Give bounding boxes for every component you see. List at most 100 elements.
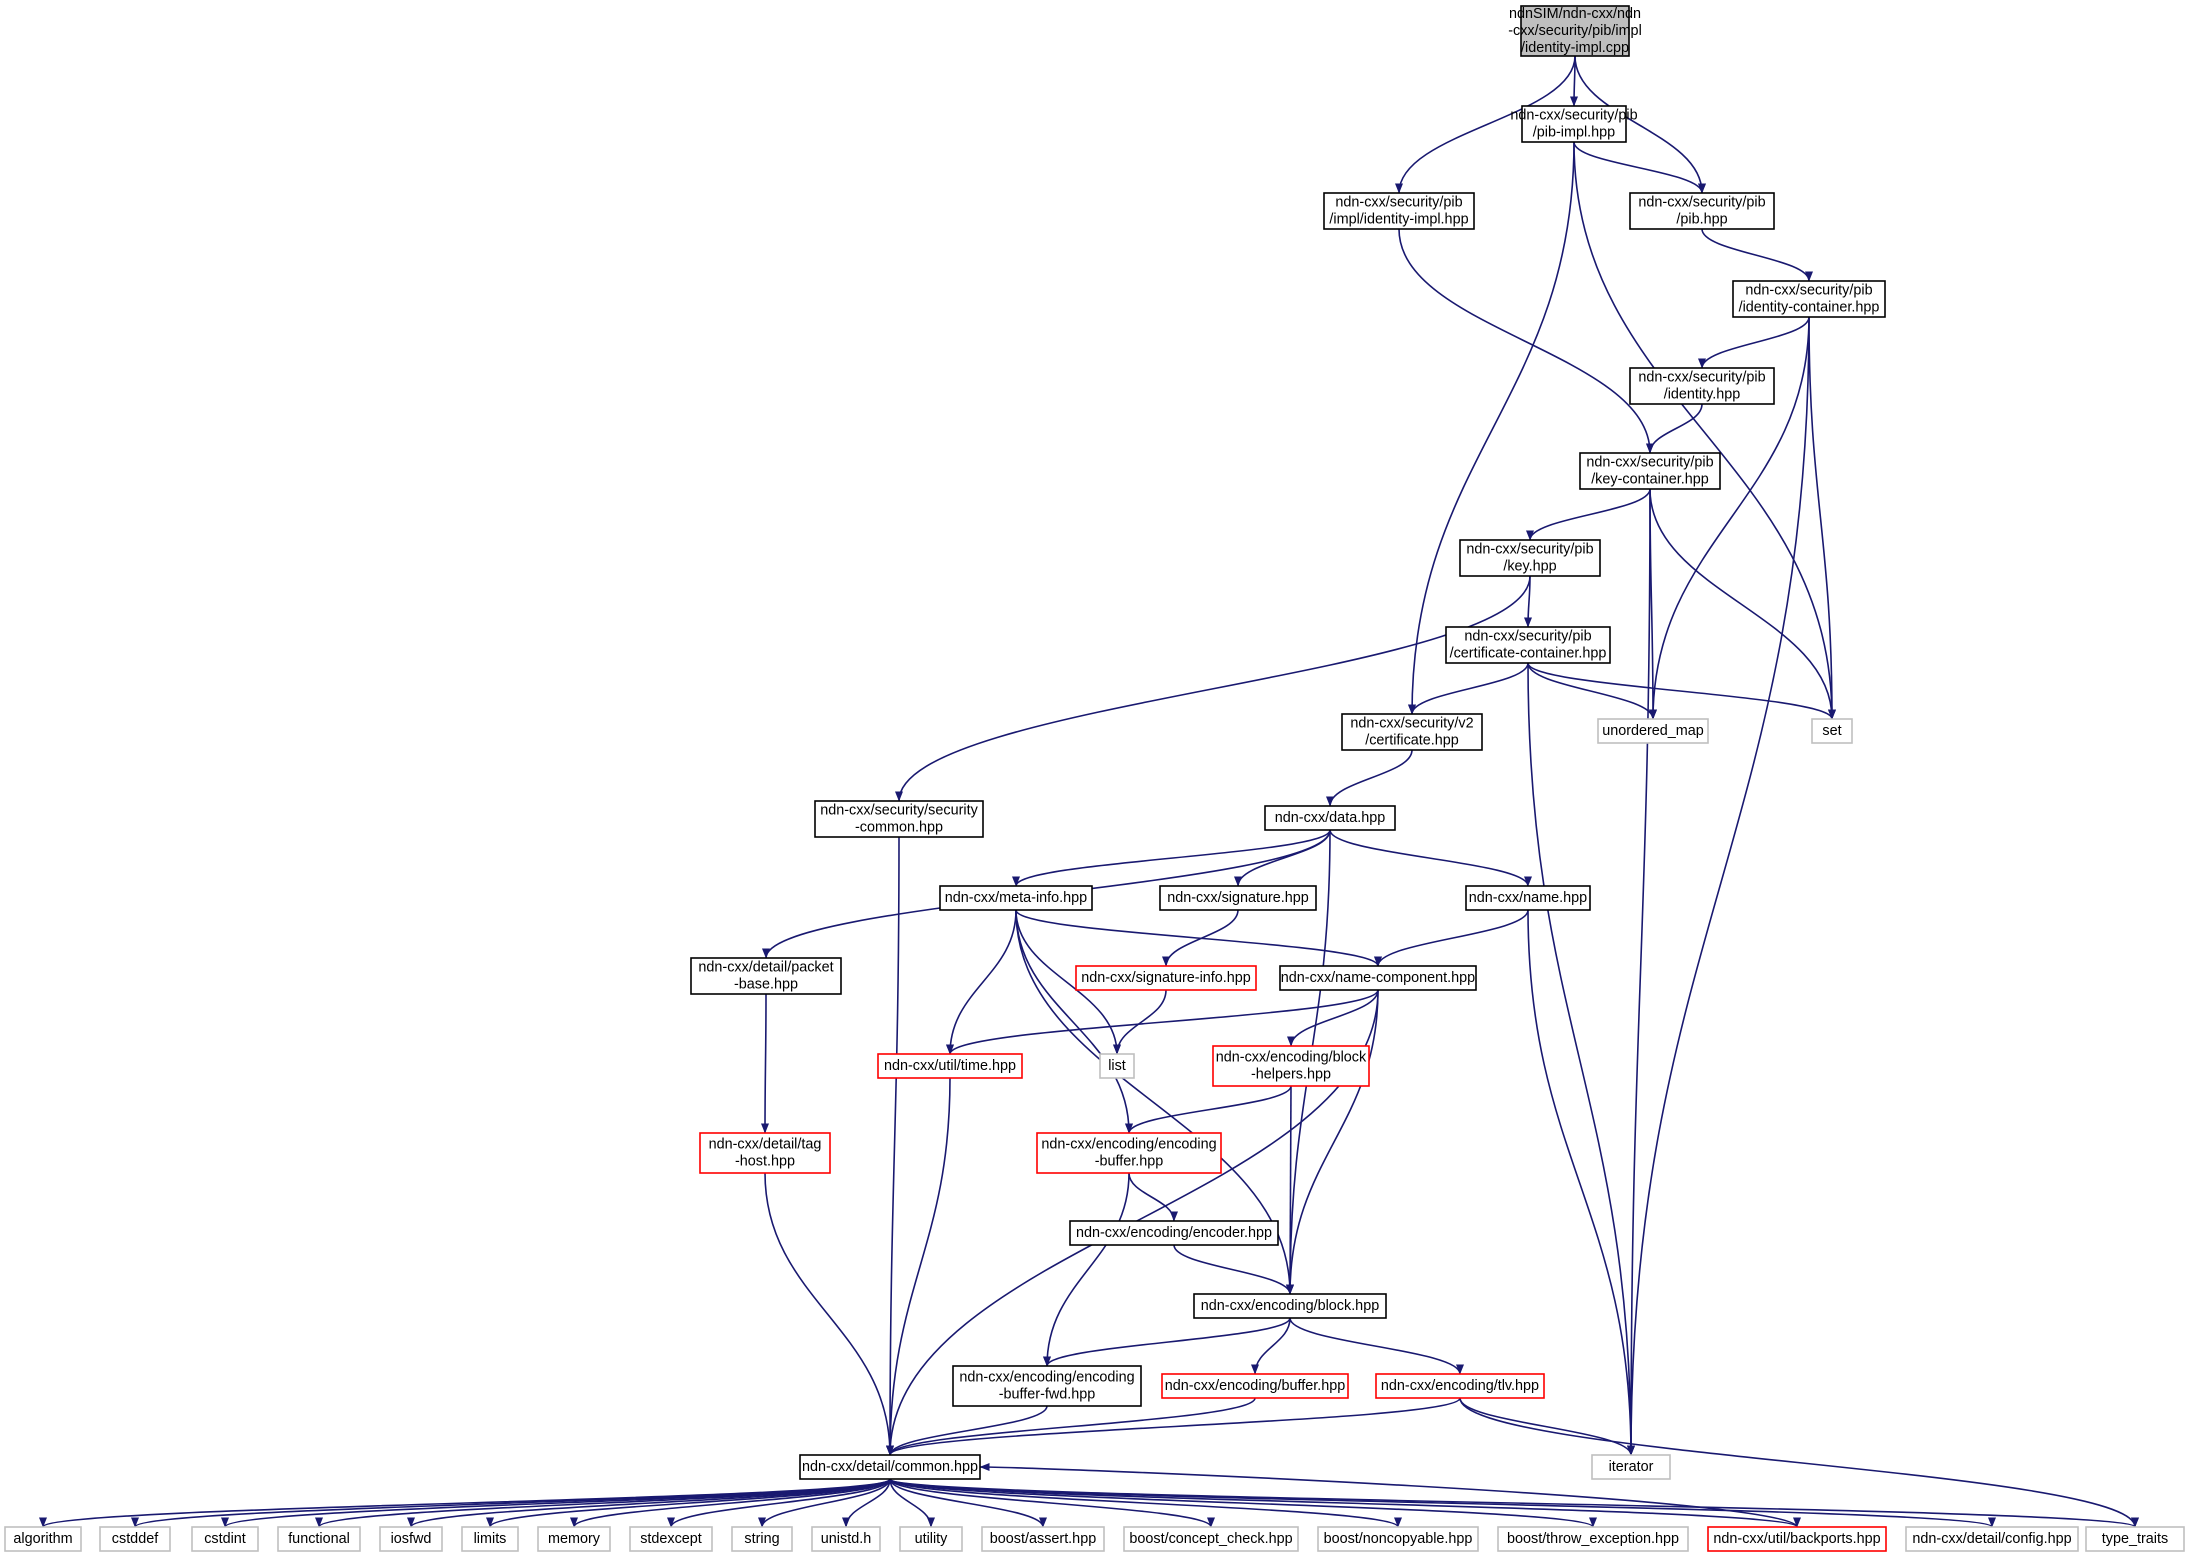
- node-box: [1123, 1526, 1299, 1552]
- node-box: [1579, 452, 1721, 490]
- node-cstddef: cstddef: [99, 1526, 171, 1552]
- node-box: [1036, 1132, 1222, 1174]
- node-unordered_map: unordered_map: [1597, 718, 1709, 744]
- node-certificate_container_hpp[interactable]: ndn-cxx/security/pib/certificate-contain…: [1445, 626, 1611, 664]
- node-box: [899, 1526, 963, 1552]
- node-box: [99, 1526, 171, 1552]
- edge-meta_info_hpp-to-time_hpp: [946, 909, 1017, 1055]
- node-signature_info_hpp[interactable]: ndn-cxx/signature-info.hpp: [1075, 965, 1257, 991]
- node-block_hpp[interactable]: ndn-cxx/encoding/block.hpp: [1193, 1293, 1387, 1319]
- edge-tlv_hpp-to-iterator: [1459, 1397, 1635, 1456]
- node-box: [1323, 192, 1475, 230]
- edge-common_hpp-to-type_traits: [889, 1478, 2139, 1528]
- node-label: ndn-cxx/security/pib: [1466, 542, 1593, 558]
- node-encoding_buffer_fwd_hpp[interactable]: ndn-cxx/encoding/encoding-buffer-fwd.hpp: [952, 1365, 1142, 1407]
- node-identity_hpp[interactable]: ndn-cxx/security/pib/identity.hpp: [1629, 367, 1775, 405]
- edge-tlv_hpp-to-type_traits: [1459, 1397, 2139, 1528]
- node-label: -buffer.hpp: [1095, 1154, 1164, 1170]
- node-boost_throw_exception_hpp: boost/throw_exception.hpp: [1497, 1526, 1689, 1552]
- node-list: list: [1099, 1053, 1135, 1079]
- node-v2_certificate_hpp[interactable]: ndn-cxx/security/v2/certificate.hpp: [1341, 713, 1483, 751]
- node-label: ndn-cxx/security/security: [820, 803, 978, 819]
- node-box: [814, 800, 984, 838]
- node-label: string: [744, 1531, 779, 1547]
- node-box: [1497, 1526, 1689, 1552]
- node-key_hpp[interactable]: ndn-cxx/security/pib/key.hpp: [1459, 539, 1601, 577]
- node-label: ndn-cxx/encoding/encoding: [1041, 1137, 1216, 1153]
- node-set: set: [1811, 718, 1853, 744]
- node-signature_hpp[interactable]: ndn-cxx/signature.hpp: [1159, 885, 1317, 911]
- node-boost_assert_hpp: boost/assert.hpp: [981, 1526, 1105, 1552]
- node-label: ndn-cxx/security/pib: [1586, 455, 1713, 471]
- edge-data_hpp-to-name_hpp: [1329, 829, 1532, 887]
- edge-block_helpers_hpp-to-block_hpp: [1286, 1085, 1295, 1295]
- node-security_common_hpp[interactable]: ndn-cxx/security/security-common.hpp: [814, 800, 984, 838]
- node-impl_identity_impl_hpp[interactable]: ndn-cxx/security/pib/impl/identity-impl.…: [1323, 192, 1475, 230]
- node-box: [799, 1454, 981, 1480]
- node-label: iterator: [1609, 1459, 1654, 1475]
- edge-identity_hpp-to-key_container_hpp: [1646, 403, 1703, 454]
- node-box: [1317, 1526, 1479, 1552]
- node-label: ndn-cxx/security/pib: [1464, 629, 1591, 645]
- edges-layer: [39, 55, 2139, 1528]
- node-meta_info_hpp[interactable]: ndn-cxx/meta-info.hpp: [939, 885, 1093, 911]
- node-tlv_hpp[interactable]: ndn-cxx/encoding/tlv.hpp: [1375, 1373, 1545, 1399]
- node-box: [939, 885, 1093, 911]
- node-string: string: [731, 1526, 793, 1552]
- node-label: ndn-cxx/encoding/buffer.hpp: [1165, 1378, 1346, 1394]
- node-block_helpers_hpp[interactable]: ndn-cxx/encoding/block-helpers.hpp: [1212, 1045, 1370, 1087]
- node-box: [4, 1526, 82, 1552]
- node-packet_base_hpp[interactable]: ndn-cxx/detail/packet-base.hpp: [690, 957, 842, 995]
- node-encoder_hpp[interactable]: ndn-cxx/encoding/encoder.hpp: [1069, 1220, 1279, 1246]
- node-label: /identity-container.hpp: [1739, 300, 1880, 316]
- node-box: [877, 1053, 1023, 1079]
- edge-common_hpp-to-memory: [570, 1478, 891, 1528]
- node-boost_concept_check_hpp: boost/concept_check.hpp: [1123, 1526, 1299, 1552]
- node-box: [699, 1132, 831, 1174]
- node-iosfwd: iosfwd: [379, 1526, 443, 1552]
- edge-meta_info_hpp-to-encoding_buffer_hpp: [1015, 909, 1133, 1134]
- node-box: [1161, 1373, 1349, 1399]
- edge-impl_identity_impl_hpp-to-key_container_hpp: [1398, 228, 1654, 454]
- node-label: ndn-cxx/security/pib: [1745, 283, 1872, 299]
- node-box: [1811, 718, 1853, 744]
- node-box: [811, 1526, 881, 1552]
- node-label: ndn-cxx/data.hpp: [1275, 810, 1385, 826]
- edge-encoding_buffer_hpp-to-encoding_buffer_fwd_hpp: [1043, 1172, 1130, 1367]
- node-data_hpp[interactable]: ndn-cxx/data.hpp: [1264, 805, 1396, 831]
- edge-name_hpp-to-iterator: [1527, 909, 1635, 1456]
- node-time_hpp[interactable]: ndn-cxx/util/time.hpp: [877, 1053, 1023, 1079]
- edge-common_hpp-to-unistd_h: [842, 1478, 891, 1528]
- edge-meta_info_hpp-to-name_component_hpp: [1015, 909, 1382, 967]
- node-tag_host_hpp[interactable]: ndn-cxx/detail/tag-host.hpp: [699, 1132, 831, 1174]
- node-box: [690, 957, 842, 995]
- node-pib_hpp[interactable]: ndn-cxx/security/pib/pib.hpp: [1629, 192, 1775, 230]
- node-identity_container_hpp[interactable]: ndn-cxx/security/pib/identity-container.…: [1732, 280, 1886, 318]
- node-box: [1445, 626, 1611, 664]
- node-name_hpp[interactable]: ndn-cxx/name.hpp: [1465, 885, 1591, 911]
- node-common_hpp[interactable]: ndn-cxx/detail/common.hpp: [799, 1454, 981, 1480]
- node-box: [1341, 713, 1483, 751]
- edge-identity_impl_cpp-to-impl_identity_impl_hpp: [1395, 55, 1576, 194]
- edge-key_hpp-to-security_common_hpp: [895, 575, 1531, 802]
- edge-common_hpp-to-cstdint: [221, 1478, 891, 1528]
- node-pib_impl_hpp[interactable]: ndn-cxx/security/pib/pib-impl.hpp: [1510, 105, 1638, 143]
- node-label: ndn-cxx/security/pib: [1510, 108, 1637, 124]
- node-name_component_hpp[interactable]: ndn-cxx/name-component.hpp: [1279, 965, 1477, 991]
- edge-identity_impl_cpp-to-pib_hpp: [1574, 55, 1706, 194]
- node-label: limits: [474, 1531, 507, 1547]
- node-encoding_buffer_hpp[interactable]: ndn-cxx/encoding/encoding-buffer.hpp: [1036, 1132, 1222, 1174]
- node-label: -host.hpp: [735, 1154, 795, 1170]
- edge-common_hpp-to-backports_hpp: [889, 1478, 1801, 1528]
- edge-identity_container_hpp-to-unordered_map: [1649, 316, 1810, 720]
- node-key_container_hpp[interactable]: ndn-cxx/security/pib/key-container.hpp: [1579, 452, 1721, 490]
- node-identity_impl_cpp[interactable]: ndnSIM/ndn-cxx/ndn-cxx/security/pib/impl…: [1508, 5, 1642, 57]
- edge-tag_host_hpp-to-common_hpp: [764, 1172, 894, 1456]
- node-backports_hpp[interactable]: ndn-cxx/util/backports.hpp: [1707, 1526, 1887, 1552]
- node-label: -helpers.hpp: [1251, 1067, 1331, 1083]
- node-label: ndn-cxx/detail/tag: [709, 1137, 822, 1153]
- edge-key_container_hpp-to-set: [1649, 488, 1836, 720]
- node-buffer_hpp[interactable]: ndn-cxx/encoding/buffer.hpp: [1161, 1373, 1349, 1399]
- node-label: ndn-cxx/encoding/tlv.hpp: [1381, 1378, 1539, 1394]
